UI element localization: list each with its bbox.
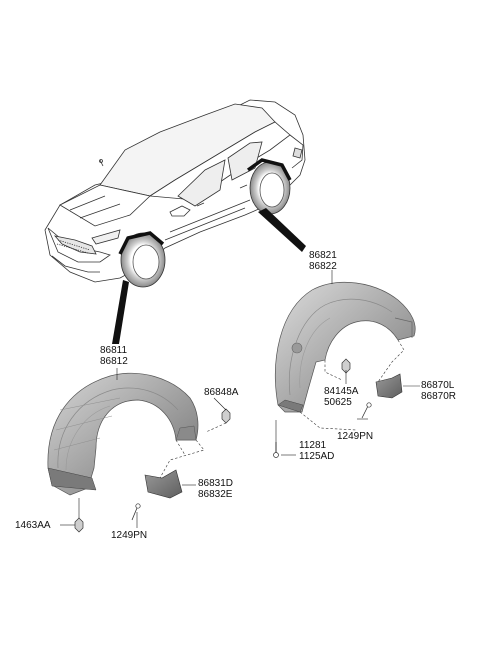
rear-wheel (246, 158, 292, 215)
label-86811: 86811 (100, 345, 128, 356)
front-leader-lines (60, 368, 227, 528)
label-86822: 86822 (309, 261, 337, 272)
label-50625: 50625 (324, 397, 352, 408)
front-wheel-liner (47, 372, 199, 496)
callout-leaders (112, 208, 306, 344)
label-1463AA: 1463AA (15, 520, 51, 531)
label-86870L: 86870L (421, 380, 455, 391)
label-1249PN-front: 1249PN (111, 530, 148, 541)
label-86848A: 86848A (204, 387, 239, 398)
front-wheel (118, 231, 166, 288)
label-86831D: 86831D (198, 478, 234, 489)
car-illustration (44, 99, 306, 288)
rear-wheel-liner (275, 281, 416, 413)
rear-small-parts (273, 358, 403, 458)
label-1249PN-rear: 1249PN (337, 431, 374, 442)
label-84145A: 84145A (324, 386, 359, 397)
label-11281: 11281 (299, 440, 327, 451)
label-1125AD: 1125AD (299, 451, 335, 462)
label-86821: 86821 (309, 250, 337, 261)
label-86812: 86812 (100, 356, 128, 367)
label-86832E: 86832E (198, 489, 233, 500)
rear-leader-lines (275, 270, 420, 456)
front-small-parts (74, 408, 231, 533)
label-86870R: 86870R (421, 391, 457, 402)
